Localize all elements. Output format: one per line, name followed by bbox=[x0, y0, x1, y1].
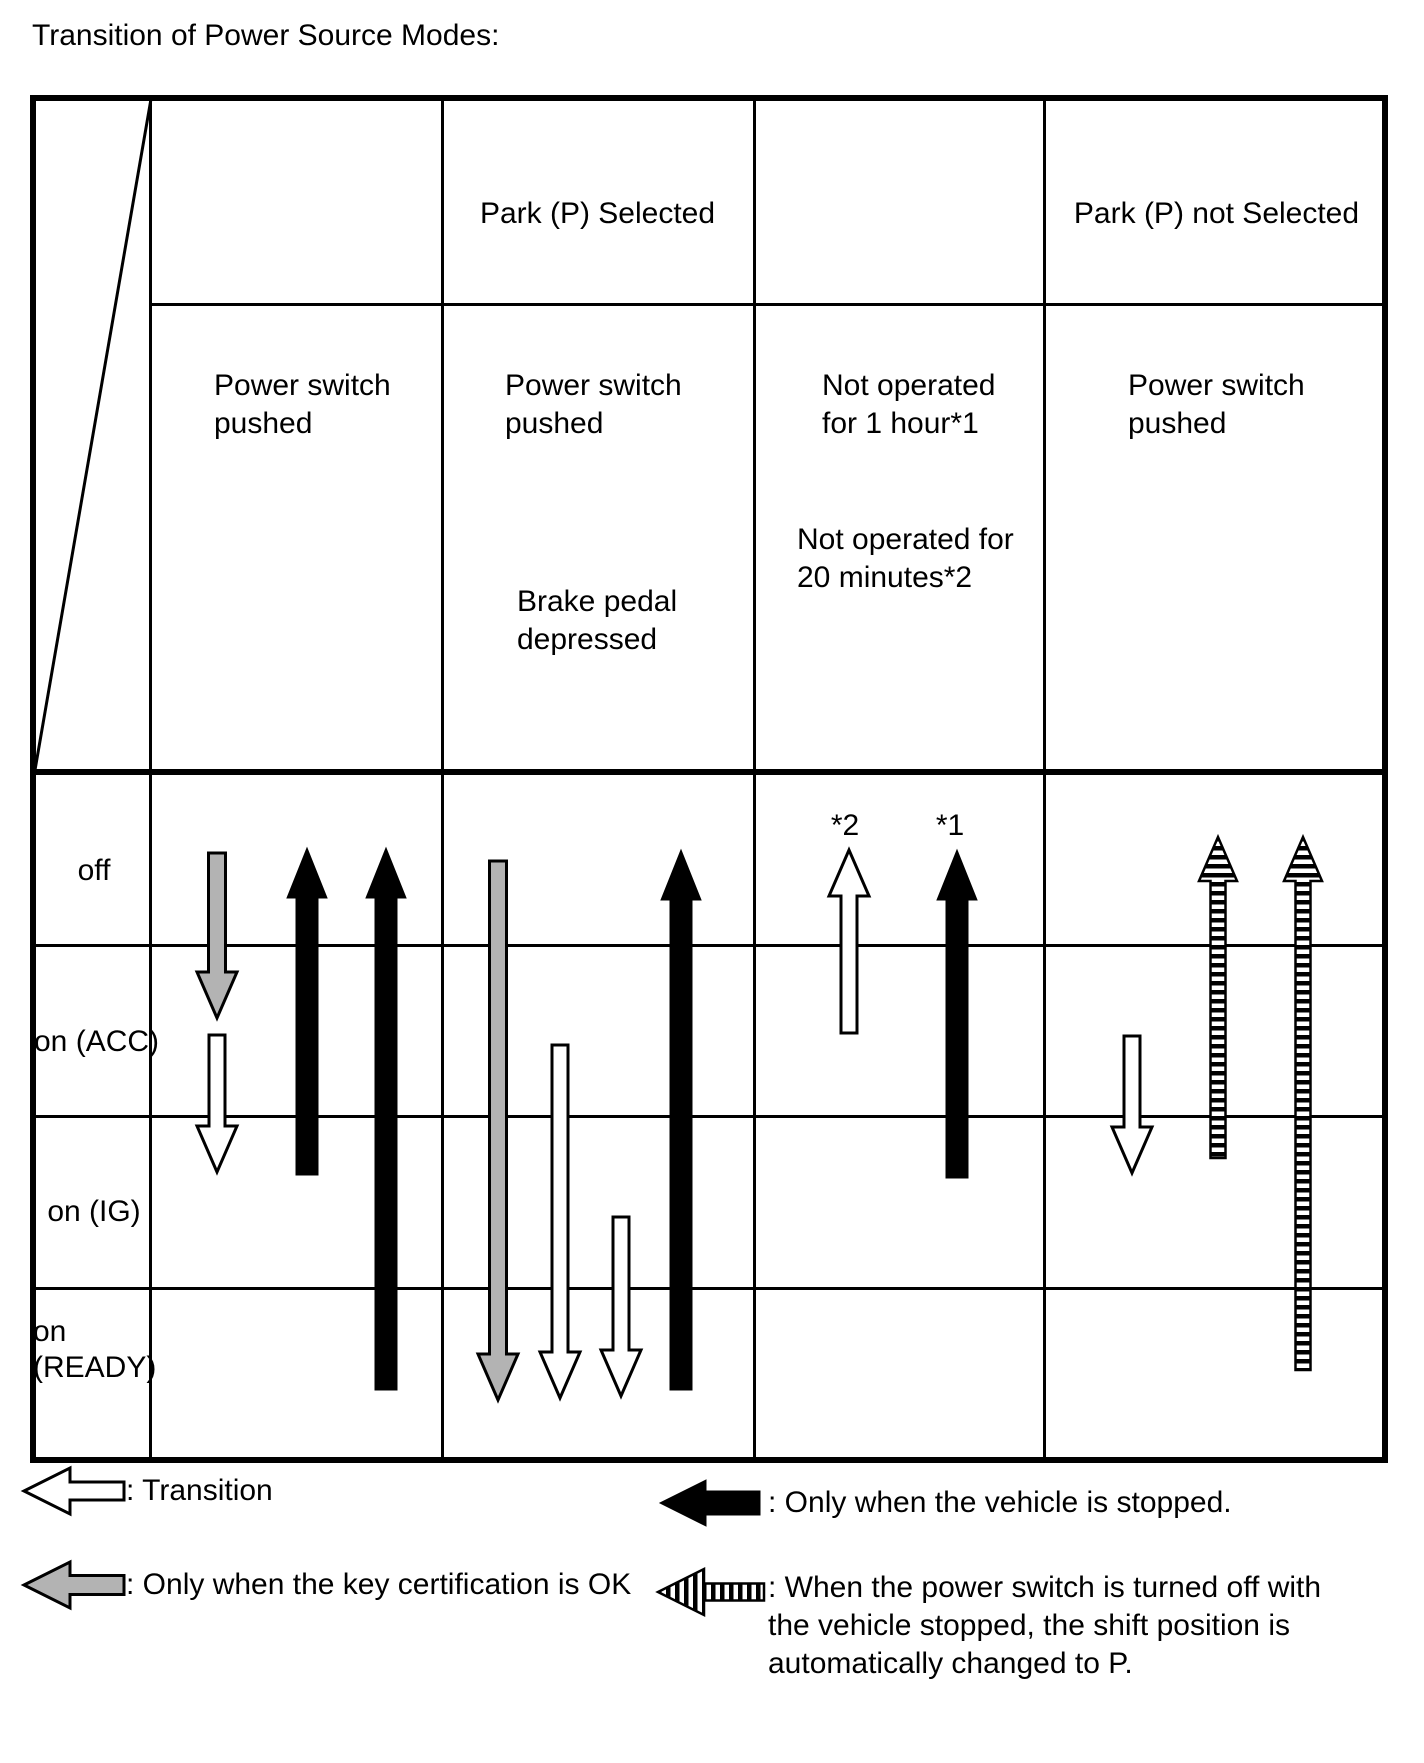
mode-label-off: off bbox=[77, 854, 111, 887]
legend-white-arrow-icon bbox=[20, 1465, 126, 1517]
mode-label-on-ready: on (READY) bbox=[33, 1315, 157, 1384]
condition-col2-power-switch-pushed: Power switch pushed bbox=[505, 369, 682, 440]
legend-hatched-arrow-icon bbox=[655, 1566, 766, 1618]
legend-label-shift-to-p: : When the power switch is turned off wi… bbox=[768, 1571, 1322, 1680]
mode-label-on-ig: on (IG) bbox=[47, 1195, 141, 1228]
legend-label-transition: : Transition bbox=[126, 1474, 273, 1507]
table-outer-border bbox=[30, 95, 1388, 1463]
condition-col3-not-operated-1-hour: Not operated for 1 hour*1 bbox=[822, 369, 996, 440]
footnote-marker-star2: *2 bbox=[830, 809, 860, 842]
grid-vline-col1-col2 bbox=[441, 95, 444, 1461]
header-park-not-selected: Park (P) not Selected bbox=[1073, 197, 1360, 230]
grid-hline-acc-ig bbox=[30, 1115, 1388, 1118]
condition-col1-power-switch-pushed: Power switch pushed bbox=[214, 369, 391, 440]
condition-col4-power-switch-pushed: Power switch pushed bbox=[1128, 369, 1305, 440]
grid-hline-ig-ready bbox=[30, 1287, 1388, 1290]
page-title: Transition of Power Source Modes: bbox=[32, 19, 500, 52]
grid-hline-header-body bbox=[30, 769, 1388, 775]
grid-hline-header-split bbox=[150, 303, 1388, 306]
grid-vline-mode-column bbox=[149, 95, 152, 1461]
condition-col2-brake-pedal-depressed: Brake pedal depressed bbox=[517, 585, 678, 656]
grid-vline-col2-col3 bbox=[753, 95, 756, 1461]
footnote-marker-star1: *1 bbox=[935, 809, 965, 842]
legend-label-vehicle-stopped: : Only when the vehicle is stopped. bbox=[768, 1486, 1232, 1519]
legend-black-arrow-icon bbox=[658, 1479, 761, 1527]
grid-hline-off-acc bbox=[30, 944, 1388, 947]
grid-vline-col3-col4 bbox=[1043, 95, 1046, 1461]
mode-label-on-acc: on (ACC) bbox=[34, 1025, 160, 1058]
condition-col3-not-operated-20-minutes: Not operated for 20 minutes*2 bbox=[797, 523, 1014, 594]
legend-label-key-certification: : Only when the key certification is OK bbox=[126, 1568, 632, 1601]
legend-gray-arrow-icon bbox=[20, 1559, 126, 1611]
header-park-selected: Park (P) Selected bbox=[479, 197, 716, 230]
